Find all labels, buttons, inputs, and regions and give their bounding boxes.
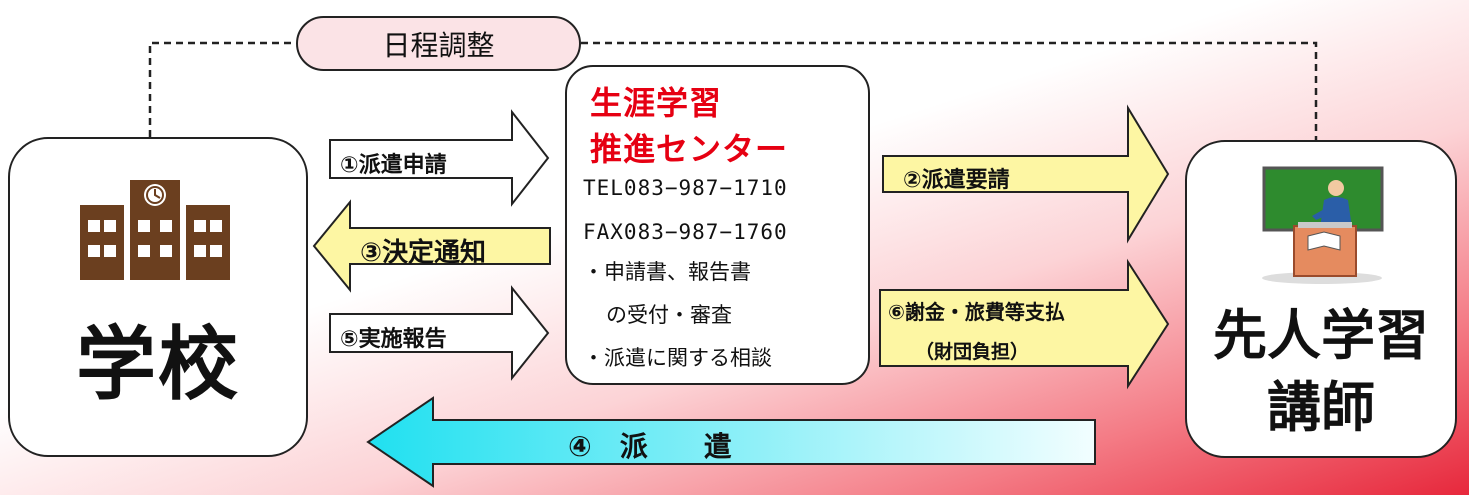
schedule-connector-line-right	[581, 41, 1318, 140]
center-duty-1: ・申請書、報告書	[583, 260, 751, 284]
schedule-connector-line	[148, 41, 296, 137]
school-label: 学校	[76, 318, 240, 411]
arrow-implementation-report	[329, 285, 550, 381]
step-1-label: ①派遣申請	[340, 153, 447, 178]
step-6-sublabel: （財団負担）	[915, 341, 1030, 363]
center-tel: TEL083−987−1710	[583, 176, 788, 200]
arrow-dispatch-application	[329, 109, 550, 207]
center-duty-2: ・派遣に関する相談	[583, 346, 772, 370]
step-5-label: ⑤実施報告	[340, 327, 447, 352]
learning-center-box	[565, 65, 870, 385]
schedule-adjustment-label: 日程調整	[296, 16, 581, 71]
center-duty-1b: の受付・審査	[606, 303, 732, 327]
arrow-decision-notice	[312, 199, 551, 293]
center-title: 生涯学習 推進センター	[590, 84, 789, 168]
step-4-label: ④ 派 遣	[568, 430, 732, 463]
center-fax: FAX083−987−1760	[583, 220, 788, 244]
lecturer-label: 先人学習 講師	[1213, 304, 1429, 439]
arrow-payment	[879, 258, 1170, 390]
arrow-dispatch	[366, 396, 1096, 488]
school-building-icon	[80, 180, 230, 280]
step-6-label: ⑥謝金・旅費等支払	[888, 300, 1065, 324]
teacher-at-blackboard-icon	[1262, 166, 1384, 284]
step-2-label: ②派遣要請	[903, 168, 1010, 193]
arrow-dispatch-request	[882, 104, 1170, 244]
step-3-label: ③決定通知	[360, 238, 487, 268]
